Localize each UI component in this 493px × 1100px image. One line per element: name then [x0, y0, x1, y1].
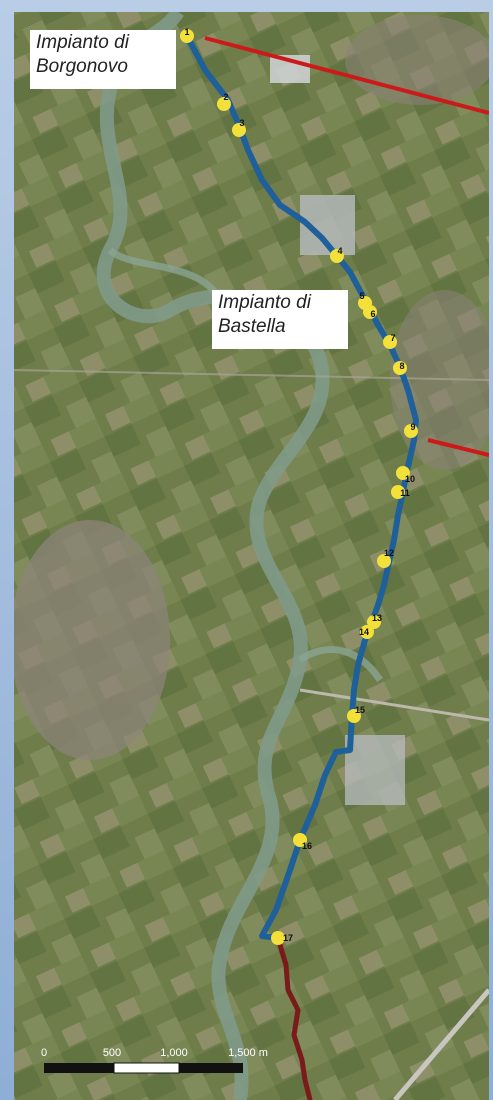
road	[299, 688, 489, 722]
point-marker-6[interactable]: 6	[363, 305, 377, 319]
industrial-area	[345, 735, 405, 805]
scale-tick-1500: 1,500 m	[228, 1047, 268, 1059]
point-marker-8[interactable]: 8	[393, 361, 407, 375]
road	[393, 988, 489, 1100]
point-marker-3[interactable]: 3	[232, 118, 246, 137]
point-marker-1[interactable]: 1	[180, 27, 194, 43]
label-impianto-borgonovo: Impianto di Borgonovo	[30, 30, 176, 89]
boundary-line-borgonovo	[204, 36, 489, 115]
svg-text:6: 6	[370, 309, 375, 319]
point-markers: 1 2 3 4 5 6 7 8 9 10 11 12 13 14 15 16 1…	[180, 27, 418, 945]
svg-text:8: 8	[399, 361, 404, 371]
point-marker-10[interactable]: 10	[396, 466, 415, 484]
svg-text:4: 4	[337, 246, 342, 256]
point-marker-7[interactable]: 7	[383, 333, 397, 349]
svg-text:7: 7	[390, 333, 395, 343]
scale-tick-0: 0	[41, 1047, 47, 1059]
svg-text:14: 14	[359, 627, 369, 637]
label-impianto-bastella: Impianto di Bastella	[212, 290, 348, 349]
point-marker-12[interactable]: 12	[377, 548, 394, 568]
point-marker-17[interactable]: 17	[271, 931, 293, 945]
svg-text:12: 12	[384, 548, 394, 558]
point-marker-16[interactable]: 16	[293, 833, 312, 851]
svg-text:16: 16	[302, 841, 312, 851]
point-marker-15[interactable]: 15	[347, 705, 365, 723]
town-area	[345, 15, 489, 105]
point-marker-4[interactable]: 4	[330, 246, 344, 263]
svg-text:17: 17	[283, 933, 293, 943]
river	[96, 12, 330, 1100]
river-secondary-channel	[107, 247, 383, 682]
boundary-line-bastella	[427, 438, 489, 457]
svg-text:1: 1	[184, 27, 189, 37]
road	[14, 369, 489, 381]
svg-text:15: 15	[355, 705, 365, 715]
svg-text:9: 9	[410, 422, 415, 432]
extension-route	[275, 935, 313, 1100]
point-marker-14[interactable]: 14	[359, 625, 374, 639]
scale-tick-1000: 1,000	[160, 1047, 188, 1059]
point-marker-13[interactable]: 13	[367, 613, 382, 629]
svg-text:13: 13	[372, 613, 382, 623]
point-marker-9[interactable]: 9	[404, 422, 418, 438]
scale-tick-500: 500	[103, 1047, 121, 1059]
svg-text:3: 3	[239, 118, 244, 128]
svg-text:2: 2	[223, 92, 228, 102]
svg-text:11: 11	[400, 488, 410, 498]
point-marker-2[interactable]: 2	[217, 92, 231, 111]
point-marker-11[interactable]: 11	[391, 485, 410, 499]
svg-text:5: 5	[359, 291, 364, 301]
svg-text:10: 10	[405, 474, 415, 484]
town-area	[14, 520, 170, 760]
pipeline-route	[184, 33, 419, 941]
scale-bar: 0 500 1,000 1,500 m	[41, 1047, 268, 1074]
